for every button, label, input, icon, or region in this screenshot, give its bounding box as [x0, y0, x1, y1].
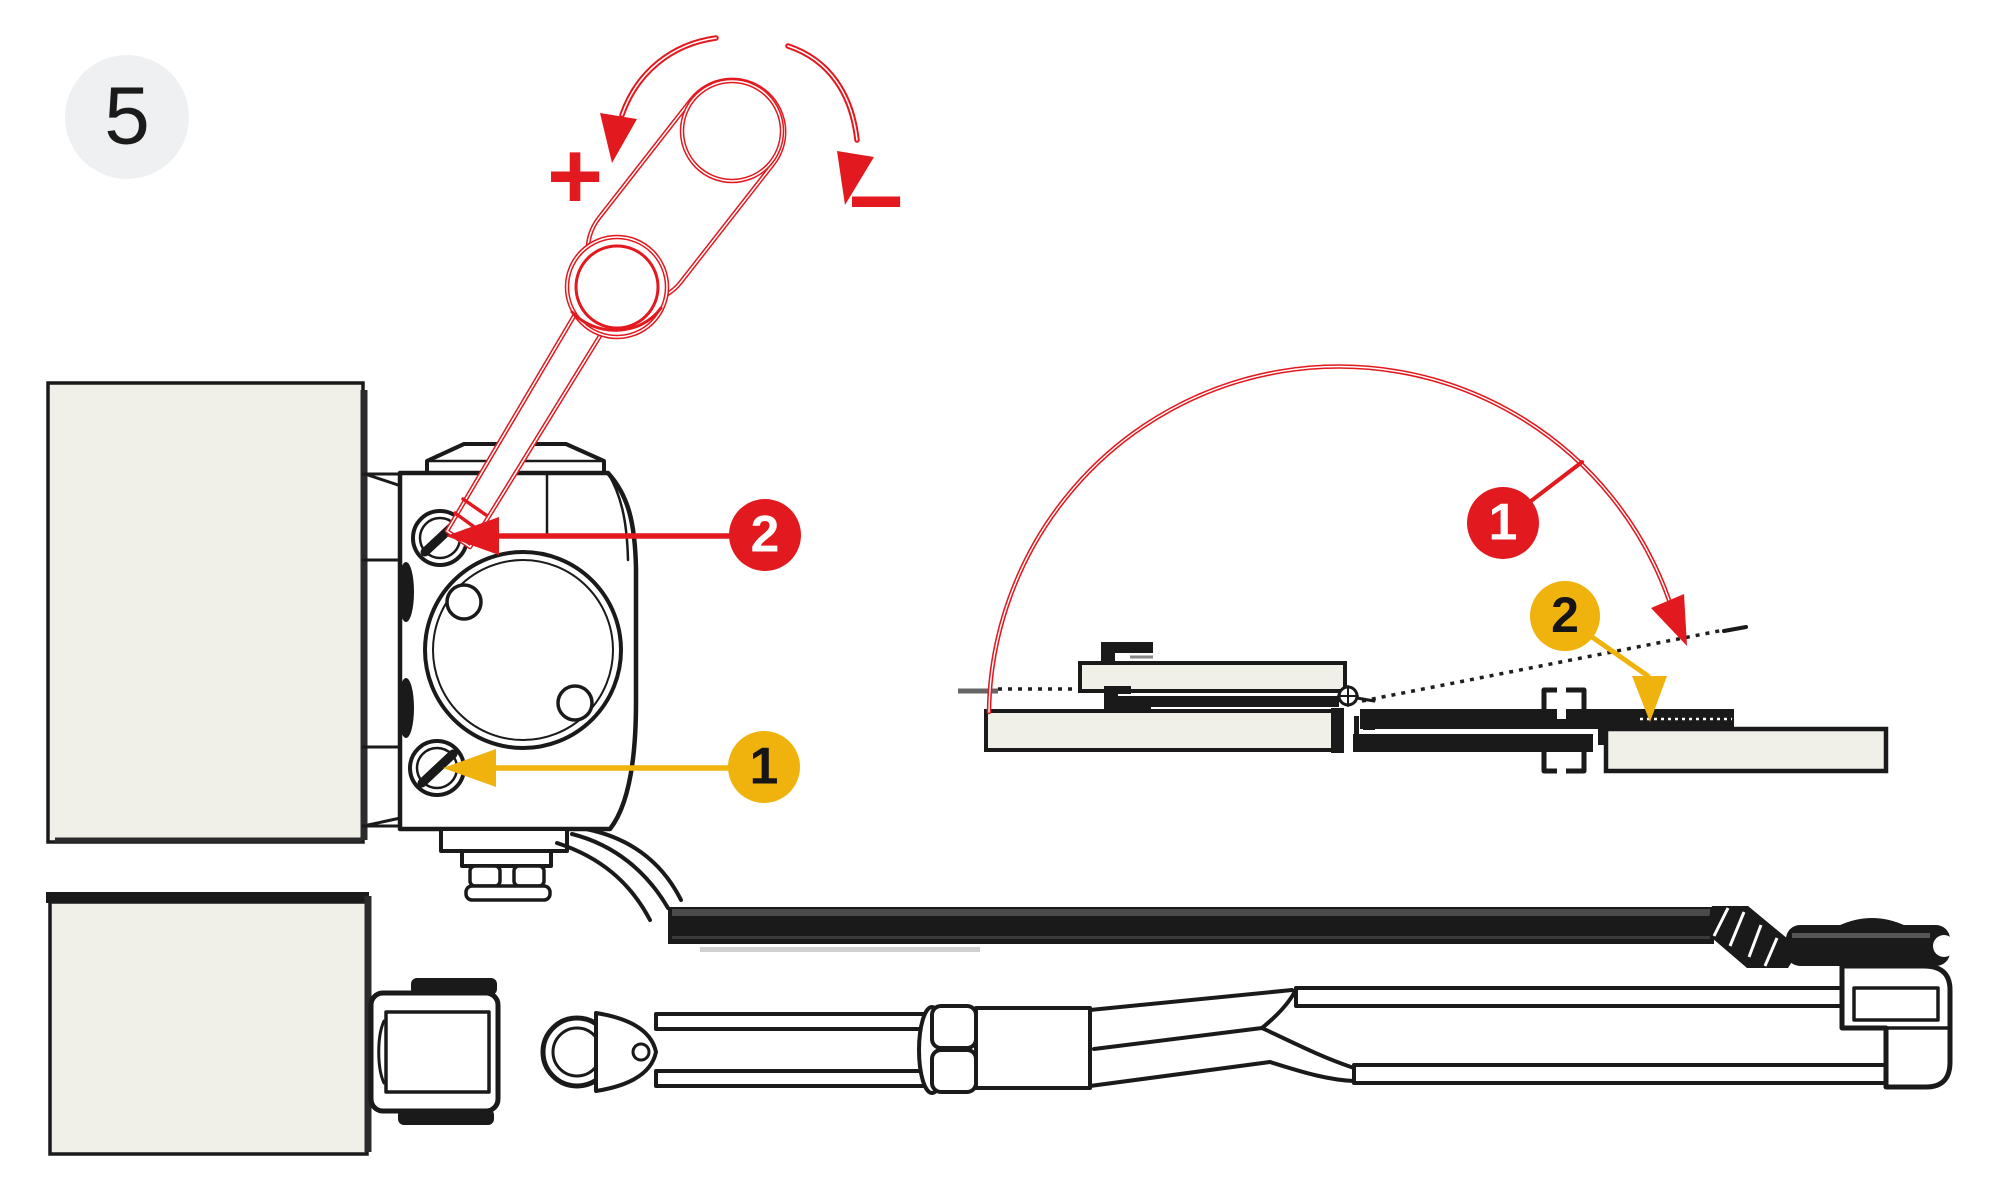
step-badge-circle — [65, 55, 189, 179]
plus-symbol: + — [547, 122, 603, 229]
arm-body-box — [974, 1006, 1092, 1090]
arm-link-lower — [654, 1069, 932, 1088]
callout-number-swing-arc: 1 — [1489, 494, 1518, 552]
rotation-arrowhead-right — [837, 151, 874, 205]
elevation-view: + − 2 1 — [46, 35, 904, 1156]
door-open-dashed-line — [1361, 628, 1725, 703]
screwdriver-ferrule — [564, 234, 670, 340]
minus-symbol: − — [848, 147, 904, 254]
closer-arm-curve — [555, 827, 683, 922]
rail-connector-link — [1705, 906, 1800, 968]
frame-panel — [46, 381, 368, 844]
callout-number-top-valve: 2 — [751, 506, 780, 564]
step-badge: 5 — [65, 55, 189, 179]
callout-badge-bottom-valve: 1 — [728, 731, 800, 803]
slide-block-hole — [1933, 935, 1955, 957]
lower-channel-bar — [1353, 734, 1593, 752]
callout-arrow-top-valve — [446, 517, 732, 555]
closer-foot — [439, 827, 569, 902]
rotation-arrow-plus — [600, 35, 719, 163]
door-swing-arc — [986, 364, 1687, 715]
rotation-arrowhead-left — [600, 113, 637, 163]
slide-channel-bar — [1360, 709, 1734, 729]
callout-badge-swing-arc: 1 — [1467, 460, 1584, 559]
callout-number-bottom-valve: 1 — [750, 738, 779, 796]
frame-section-bottom — [984, 708, 1344, 753]
arm-end-bracket — [1839, 963, 1953, 1090]
callout-badge-top-valve: 2 — [729, 499, 801, 571]
door-plate-right — [1598, 726, 1889, 774]
glass-clamp-profiles — [1541, 686, 1587, 775]
arm-rail-upper — [1294, 986, 1844, 1008]
arc-arrowhead — [1651, 594, 1687, 646]
frame-section-top — [1078, 642, 1347, 711]
slide-rail-bar — [668, 907, 1714, 952]
callout-number-open-door: 2 — [1551, 587, 1579, 643]
screwdriver — [444, 77, 787, 550]
door-closer-body — [397, 442, 683, 922]
arm-turnbuckle — [917, 1004, 978, 1095]
rotation-arrow-minus — [785, 43, 874, 205]
hinge-plate — [368, 978, 501, 1125]
piston-bore-circle — [423, 550, 623, 750]
plan-view — [368, 906, 1955, 1125]
arm-rail-lower — [1352, 1063, 1888, 1085]
swing-detail-view: 1 2 — [958, 364, 1889, 775]
callout-arrow-bottom-valve — [443, 749, 732, 787]
pivot-point — [1337, 685, 1376, 738]
door-panel — [46, 892, 372, 1156]
door-arm-assembly — [368, 963, 1953, 1125]
callout-badge-open-door: 2 — [1530, 581, 1667, 722]
arm-knuckle — [540, 1011, 658, 1093]
step-number: 5 — [104, 71, 150, 162]
slide-block — [1786, 918, 1955, 966]
arm-link-upper — [654, 1012, 932, 1031]
